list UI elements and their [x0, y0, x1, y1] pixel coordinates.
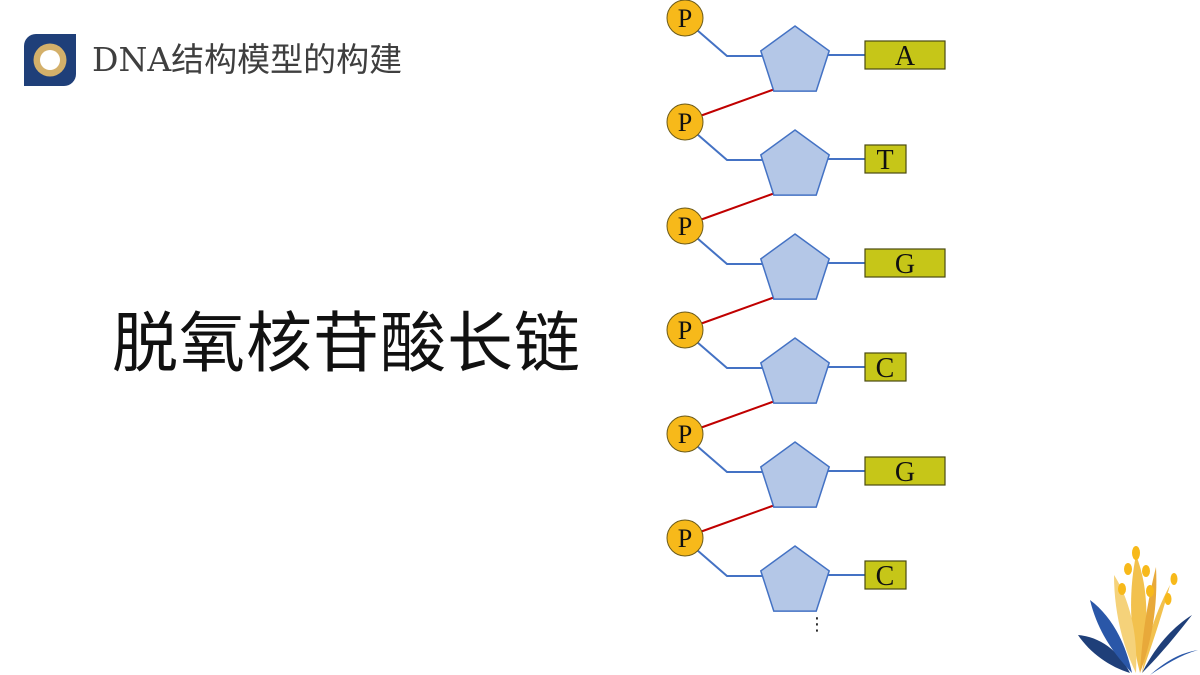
- base-box: [864, 456, 946, 486]
- base-label: T: [876, 145, 893, 176]
- base-label: C: [876, 353, 895, 384]
- phosphodiester-bond: [699, 88, 776, 117]
- base-box: [864, 352, 907, 382]
- foliage-decoration-icon: [1078, 546, 1198, 675]
- phosphate-circle: [666, 207, 704, 245]
- base-label: G: [895, 249, 915, 280]
- phosphodiester-bond: [699, 192, 776, 221]
- phosphate-sugar-bond: [696, 549, 765, 577]
- continuation-ellipsis: ⋮: [808, 614, 826, 635]
- phosphate-label: P: [678, 420, 692, 449]
- phosphate-sugar-bond: [696, 237, 765, 265]
- deoxyribose-pentagon: [759, 25, 831, 92]
- phosphate-sugar-bond: [696, 445, 765, 473]
- phosphodiester-bond: [699, 400, 776, 429]
- header-title: DNA结构模型的构建: [92, 40, 403, 79]
- phosphate-label: P: [678, 212, 692, 241]
- phosphate-label: P: [678, 524, 692, 553]
- base-label: G: [895, 457, 915, 488]
- base-box: [864, 40, 946, 70]
- phosphate-label: P: [678, 4, 692, 33]
- phosphate-label: P: [678, 316, 692, 345]
- phosphate-circle: [666, 311, 704, 349]
- logo-icon: [24, 34, 76, 86]
- page-title: 脱氧核苷酸长链: [112, 305, 581, 382]
- phosphate-sugar-bond: [696, 341, 765, 369]
- phosphate-sugar-bond: [696, 133, 765, 161]
- phosphate-circle: [666, 519, 704, 557]
- base-box: [864, 248, 946, 278]
- base-label: A: [895, 41, 916, 72]
- phosphate-label: P: [678, 108, 692, 137]
- deoxyribose-pentagon: [759, 129, 831, 196]
- base-box: [864, 560, 907, 590]
- phosphate-circle: [666, 0, 704, 37]
- phosphodiester-bond: [699, 296, 776, 325]
- base-label: C: [876, 561, 895, 592]
- deoxyribose-pentagon: [759, 337, 831, 404]
- phosphodiester-bond: [699, 504, 776, 533]
- base-box: [864, 144, 907, 174]
- phosphate-sugar-bond: [696, 29, 765, 57]
- deoxyribose-pentagon: [759, 233, 831, 300]
- phosphate-circle: [666, 103, 704, 141]
- phosphate-circle: [666, 415, 704, 453]
- deoxyribose-pentagon: [759, 441, 831, 508]
- deoxyribose-pentagon: [759, 545, 831, 612]
